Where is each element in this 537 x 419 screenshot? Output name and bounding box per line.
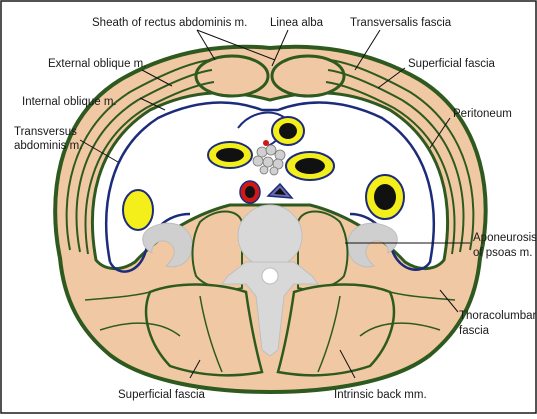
organ-jejunum-right [286, 152, 334, 180]
label-superficial-fascia-top: Superficial fascia [408, 58, 496, 70]
label-internal-oblique: Internal oblique m. [22, 96, 117, 108]
rectus-left [196, 56, 268, 96]
rectus-right [272, 56, 344, 96]
label-sheath-rectus: Sheath of rectus abdominis m. [92, 17, 247, 29]
vertebral-body [238, 205, 302, 267]
organ-descending-colon [366, 175, 404, 219]
label-intrinsic-back: Intrinsic back mm. [334, 389, 427, 401]
label-transversus-2: abdominis m. [14, 140, 82, 152]
label-thoracolumbar-2: fascia [459, 325, 490, 337]
label-superficial-fascia-bottom: Superficial fascia [118, 389, 206, 401]
vertebral-canal [262, 268, 278, 284]
label-linea-alba: Linea alba [270, 17, 324, 29]
aorta [240, 181, 260, 203]
organ-transverse-colon [272, 117, 304, 145]
label-transversus-1: Transversus [14, 126, 77, 138]
label-aponeurosis-1: Aponeurosis [473, 232, 537, 244]
label-thoracolumbar-1: Thoracolumbar [459, 310, 537, 322]
label-aponeurosis-2: of psoas m. [473, 247, 532, 259]
organ-ascending-colon [123, 190, 153, 230]
label-transversalis-fascia: Transversalis fascia [350, 17, 452, 29]
label-external-oblique: External oblique m. [48, 58, 146, 70]
organ-jejunum-left [208, 142, 252, 168]
label-peritoneum: Peritoneum [453, 108, 512, 120]
mesenteric-vessel-red [263, 140, 269, 146]
